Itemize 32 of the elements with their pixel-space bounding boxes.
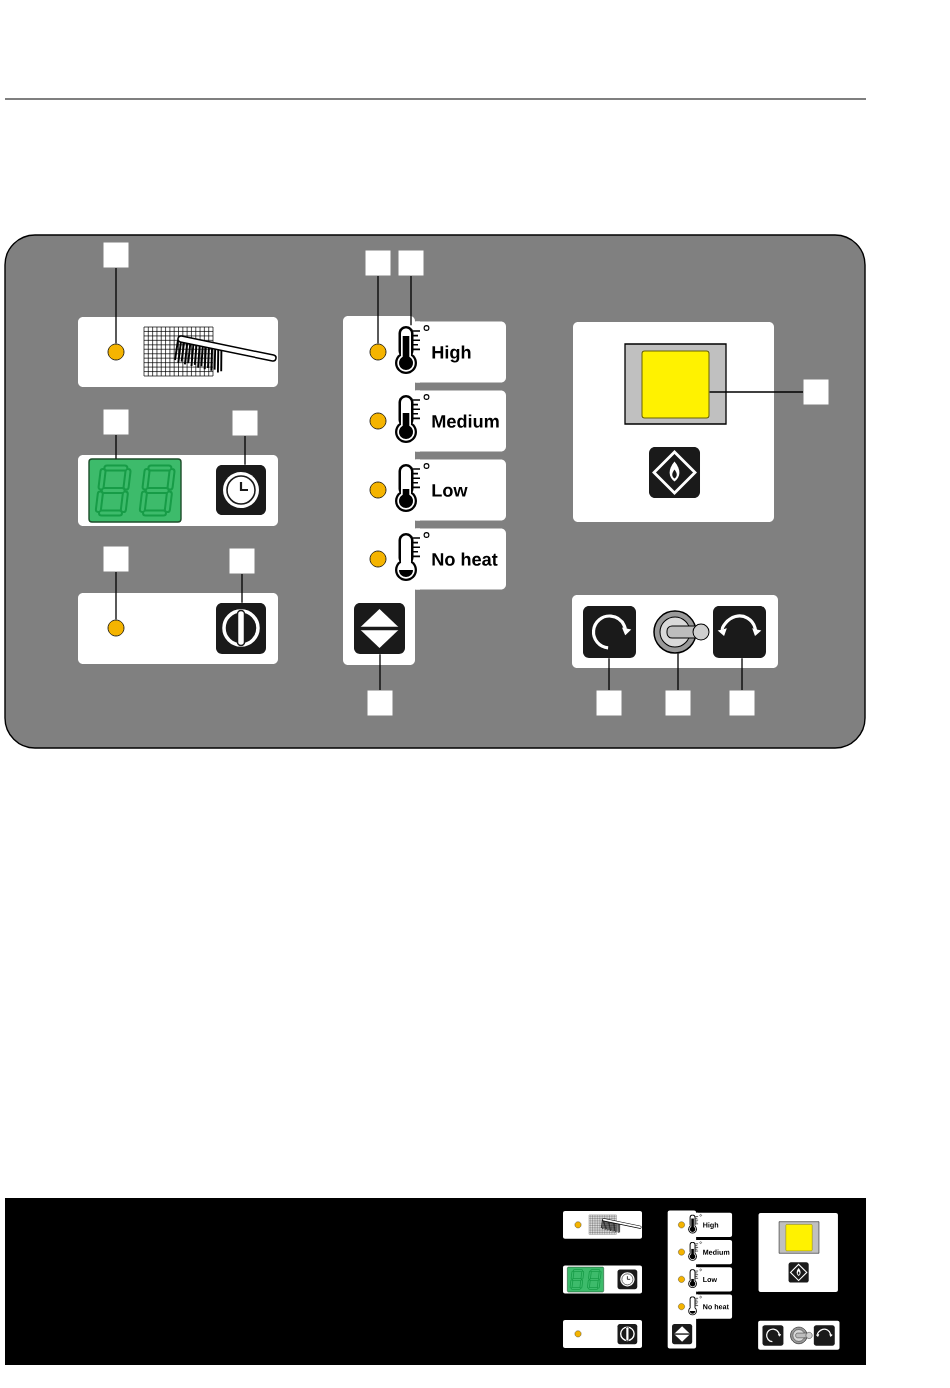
indicator-light bbox=[107, 343, 125, 361]
leader-line bbox=[241, 573, 243, 604]
leader-line bbox=[377, 275, 379, 345]
indicator-light bbox=[369, 343, 387, 361]
heat-level-tab: High bbox=[412, 321, 506, 383]
heat-level-tab: Medium bbox=[412, 390, 506, 452]
indicator-light bbox=[107, 619, 125, 637]
heat-level-tab: Low bbox=[412, 459, 506, 521]
thermometer-icon bbox=[395, 325, 430, 374]
indicator-light bbox=[369, 412, 387, 430]
up-down-button bbox=[354, 603, 405, 654]
leader-line bbox=[244, 435, 246, 466]
leader-line bbox=[115, 571, 117, 621]
indicator-light bbox=[369, 550, 387, 568]
rotate-button bbox=[583, 606, 636, 658]
leader-line bbox=[115, 267, 117, 345]
digit-display bbox=[88, 458, 182, 523]
leader-line bbox=[410, 275, 412, 326]
leader-line bbox=[741, 657, 743, 691]
leader-line bbox=[677, 652, 679, 691]
leader-line bbox=[708, 391, 804, 393]
rotate-button bbox=[713, 606, 766, 658]
leader-line bbox=[115, 434, 117, 460]
leader-line bbox=[379, 653, 381, 691]
indicator-lamp bbox=[624, 343, 727, 425]
indicator-light bbox=[369, 481, 387, 499]
heat-level-tab: No heat bbox=[412, 528, 506, 590]
toggle-switch bbox=[653, 610, 710, 654]
leader-line bbox=[608, 657, 610, 691]
flame-button bbox=[649, 447, 700, 498]
power-button bbox=[216, 603, 266, 654]
clock-button bbox=[216, 465, 266, 515]
